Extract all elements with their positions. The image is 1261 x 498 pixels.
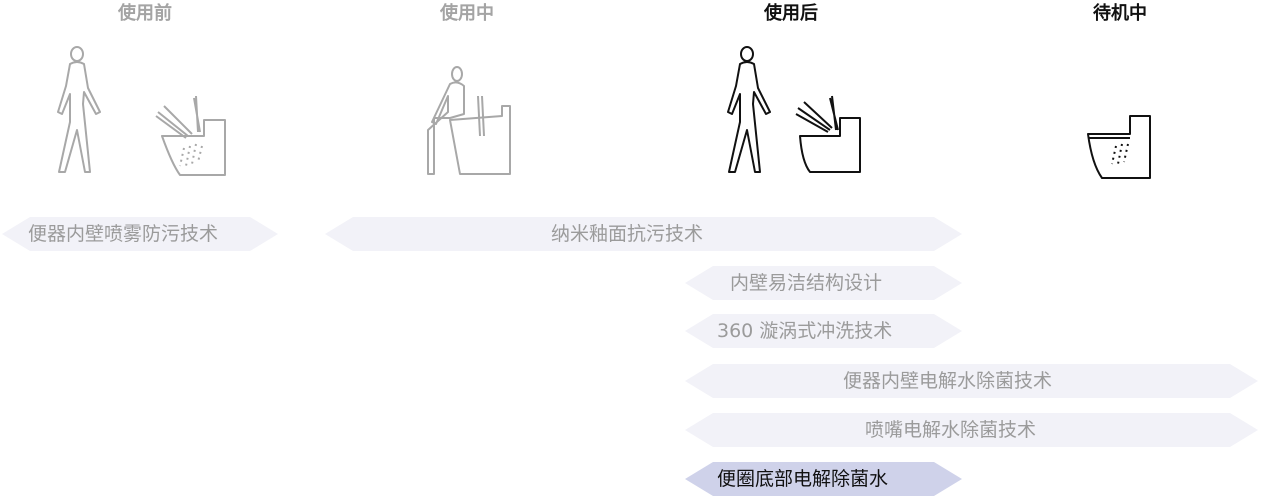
- tech-label: 内壁易洁结构设计: [730, 272, 883, 294]
- seated-person-icon: [427, 66, 511, 175]
- stage-standby: 待机中: [1093, 3, 1147, 24]
- stage-after-use: 使用后: [764, 3, 818, 24]
- toilet-spray-icon: [155, 95, 226, 176]
- tech-label: 便圈底部电解除菌水: [717, 468, 889, 490]
- tech-bar: 便器内壁喷雾防污技术: [2, 217, 278, 251]
- tech-bar: 便器内壁电解水除菌技术: [685, 364, 1258, 398]
- stage-before-use: 使用前: [118, 3, 172, 24]
- tech-bar: 纳米釉面抗污技术: [325, 217, 962, 251]
- walking-person-icon: [727, 46, 771, 173]
- tech-bar-highlighted: 便圈底部电解除菌水: [685, 462, 962, 496]
- tech-label: 360 漩涡式冲洗技术: [717, 320, 893, 342]
- tech-bar: 内壁易洁结构设计: [685, 266, 962, 300]
- toilet-standby-icon: [1087, 115, 1151, 179]
- walking-person-icon: [57, 46, 101, 173]
- tech-label: 喷嘴电解水除菌技术: [865, 419, 1037, 441]
- tech-label: 便器内壁喷雾防污技术: [28, 223, 219, 245]
- tech-bar: 喷嘴电解水除菌技术: [685, 413, 1258, 447]
- tech-bar: 360 漩涡式冲洗技术: [685, 314, 962, 348]
- toilet-lid-closing-icon: [795, 95, 861, 173]
- tech-label: 便器内壁电解水除菌技术: [843, 370, 1053, 392]
- tech-label: 纳米釉面抗污技术: [551, 223, 704, 245]
- stage-during-use: 使用中: [440, 3, 494, 24]
